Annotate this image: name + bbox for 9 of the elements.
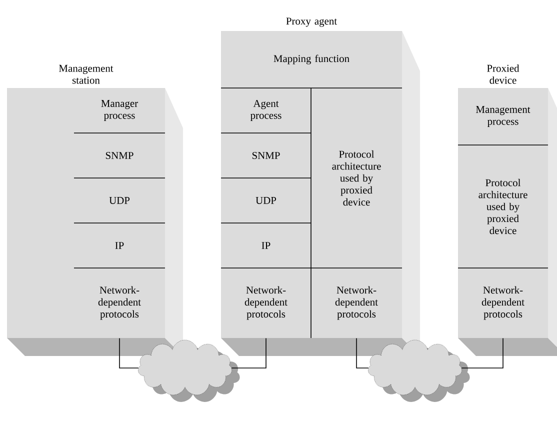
connector-line — [461, 338, 504, 368]
connector-line — [356, 338, 369, 368]
block-heading: Proxied device — [487, 64, 520, 84]
connector-line — [231, 338, 266, 368]
block-heading: Management station — [59, 64, 114, 84]
network-cloud — [368, 340, 470, 402]
network-cloud — [138, 340, 240, 402]
connector-line — [119, 338, 139, 368]
block-heading: Proxy agent — [286, 18, 337, 27]
